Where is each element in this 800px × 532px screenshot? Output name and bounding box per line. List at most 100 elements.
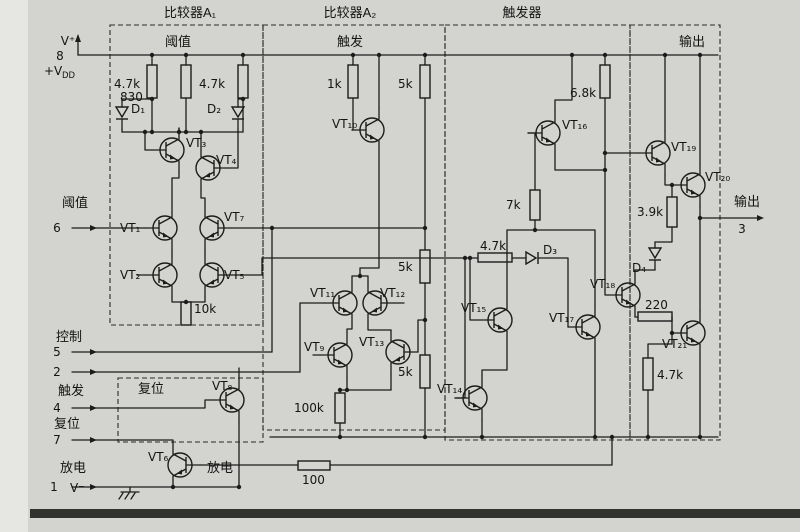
junction-dot <box>269 225 275 231</box>
collector-lead <box>367 280 382 300</box>
emitter-arrow-icon <box>371 307 377 313</box>
wire <box>359 151 380 277</box>
wire <box>506 229 536 299</box>
resistor-r7-symbol <box>419 249 431 284</box>
junction-dot <box>149 52 155 58</box>
junction-dot <box>149 129 155 135</box>
junction-dot <box>602 167 608 173</box>
label-vt11: VT₁₁ <box>310 286 335 300</box>
junction-dot <box>602 150 608 156</box>
junction-dot <box>697 215 703 221</box>
collector-lead <box>204 205 219 225</box>
pin-number-7: 7 <box>53 433 61 447</box>
pin-number-5: 5 <box>53 345 61 359</box>
emitter-arrow-icon <box>473 402 479 408</box>
junction-dot <box>176 129 182 135</box>
label-vt15: VT₁₅ <box>461 301 486 315</box>
wire <box>604 289 609 296</box>
wire <box>554 154 606 171</box>
junction-dot <box>422 317 428 323</box>
inner-label-discharge: 放电 <box>207 460 233 475</box>
collector-lead <box>333 332 348 352</box>
junction-dot <box>142 129 148 135</box>
wire <box>124 492 130 500</box>
collector-lead <box>686 310 701 330</box>
label-vt3: VT₃ <box>186 136 207 150</box>
emitter-arrow-icon <box>370 134 376 140</box>
emitter-arrow-icon <box>343 307 349 313</box>
pin-label-vdd-subscript: DD <box>62 71 76 81</box>
collector-lead <box>468 375 483 395</box>
collector-lead <box>493 297 508 317</box>
label-vt12: VT₁₂ <box>380 286 405 300</box>
junction-dot <box>149 96 155 102</box>
label-vt20: VT₂₀ <box>705 170 730 184</box>
emitter-arrow-icon <box>230 404 236 410</box>
label-vt7: VT₇ <box>224 210 245 224</box>
junction-dot <box>569 52 575 58</box>
junction-dot <box>198 129 204 135</box>
scan-artifact-bar <box>30 509 800 518</box>
transistor-vt12-symbol <box>362 280 396 326</box>
label-d4: D₄ <box>632 261 646 275</box>
label-r1: 4.7k <box>114 77 140 91</box>
resistor-r6-symbol <box>419 64 431 99</box>
label-r8: 5k <box>398 365 413 379</box>
wire <box>231 257 466 276</box>
pin-number-6: 6 <box>53 221 61 235</box>
diode-d4-symbol <box>647 241 663 271</box>
box-output <box>629 24 721 441</box>
emitter-arrow-icon <box>163 279 169 285</box>
resistor-r16-symbol <box>297 460 331 471</box>
vplus-arrow-icon <box>75 34 81 42</box>
collector-lead <box>541 110 556 130</box>
circuit-components <box>114 64 706 488</box>
junction-dots <box>142 52 703 490</box>
collector-lead <box>204 252 219 272</box>
collector-lead <box>581 304 596 324</box>
resistor-r11-symbol <box>529 189 541 221</box>
pin-label-trigger: 触发 <box>58 383 84 398</box>
label-vt6: VT₆ <box>148 450 169 464</box>
transistor-vt11-symbol <box>324 280 358 326</box>
section-title-comparator-a1: 比较器A₁ <box>164 5 217 20</box>
inner-label-trigger: 触发 <box>337 34 363 49</box>
wire <box>200 189 206 207</box>
junction-dot <box>240 96 246 102</box>
pin-label-threshold: 阈值 <box>62 195 88 210</box>
inner-label-reset: 复位 <box>138 381 164 396</box>
pin-label-vminus: V⁻ <box>70 481 85 495</box>
pin-label-vdd: +V <box>44 64 63 78</box>
transistor-vt21-symbol <box>672 310 706 356</box>
pin-label-output: 输出 <box>734 194 760 209</box>
junction-dot <box>376 52 382 58</box>
junction-dot <box>350 52 356 58</box>
pin-number-4: 4 <box>53 401 61 415</box>
resistor-r2-symbol <box>180 64 192 99</box>
wire <box>130 492 136 500</box>
pin-number-2: 2 <box>53 365 61 379</box>
box-reset <box>117 377 264 443</box>
label-vt19: VT₁₉ <box>671 140 696 154</box>
junction-dot <box>532 227 538 233</box>
label-r10: 6.8k <box>570 86 596 100</box>
pin-label-control: 控制 <box>56 329 82 344</box>
transistor-vt1-symbol <box>144 205 178 251</box>
label-vt1: VT₁ <box>120 221 141 235</box>
emitter-arrow-icon <box>586 331 592 337</box>
junction-dot <box>337 434 343 440</box>
pin-number-3: 3 <box>738 222 746 236</box>
wire <box>481 341 508 377</box>
wire <box>227 128 239 169</box>
junction-dot <box>592 434 598 440</box>
resistor-r14-symbol <box>637 311 673 322</box>
junction-dot <box>236 484 242 490</box>
section-title-flipflop: 触发器 <box>502 5 541 20</box>
inner-label-threshold: 阈值 <box>165 34 191 49</box>
transistor-vt10-symbol <box>351 107 385 153</box>
pin-label-vplus: V⁺ <box>61 34 76 48</box>
section-title-comparator-a2: 比较器A₂ <box>324 5 377 20</box>
